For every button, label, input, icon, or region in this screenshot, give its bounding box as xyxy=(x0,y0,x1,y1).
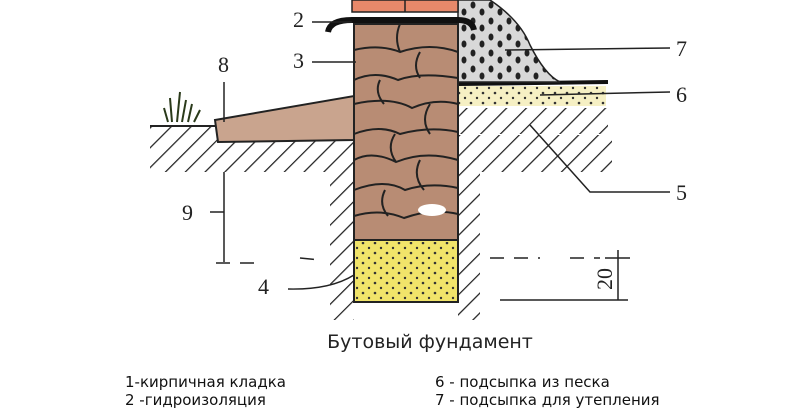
legend-item-1: 1-кирпичная кладка xyxy=(125,373,286,391)
foundation-diagram: 2 3 4 5 6 7 8 9 20 xyxy=(150,0,687,320)
callout-4: 4 xyxy=(258,274,269,299)
soil-right xyxy=(458,135,612,320)
insulation-hatch-layer-5 xyxy=(458,108,608,134)
callout-2: 2 xyxy=(293,7,304,32)
callout-7: 7 xyxy=(676,36,687,61)
leader-lines xyxy=(210,21,671,301)
callout-8: 8 xyxy=(218,52,229,77)
diagram-title: Бутовый фундамент xyxy=(327,331,533,353)
blind-area xyxy=(213,94,355,144)
callout-9: 9 xyxy=(182,200,193,225)
callout-3: 3 xyxy=(293,48,304,73)
grass-icon xyxy=(163,91,201,123)
callout-5: 5 xyxy=(676,180,687,205)
legend-item-6: 6 - подсыпка из песка xyxy=(435,373,610,391)
waterproofing-2 xyxy=(325,17,477,33)
callout-6: 6 xyxy=(676,82,687,107)
legend-item-2: 2 -гидроизоляция xyxy=(125,391,266,409)
legend-item-7: 7 - подсыпка для утепления xyxy=(435,391,660,409)
dimension-20: 20 xyxy=(592,268,617,290)
soil-left xyxy=(150,125,354,320)
